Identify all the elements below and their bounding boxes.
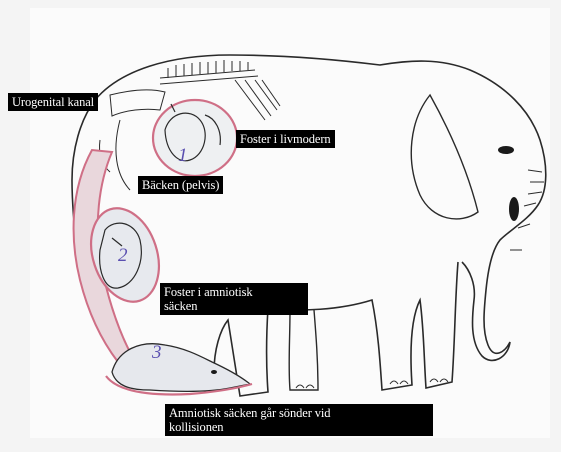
label-pelvis: Bäcken (pelvis) — [138, 176, 223, 194]
elephant-tusk-mark — [509, 197, 519, 221]
label-fetus-in-amniotic-sac: Foster i amniotisk säcken — [160, 283, 308, 315]
stage-number-1: 1 — [178, 146, 188, 166]
stage-number-2: 2 — [118, 246, 128, 266]
label-urogenital-canal: Urogenital kanal — [8, 93, 98, 111]
stage-number-3: 3 — [152, 343, 162, 363]
label-amniotic-sac-breaks: Amniotisk säcken går sönder vid kollisio… — [165, 404, 433, 436]
elephant-eye — [498, 146, 514, 154]
label-fetus-in-uterus: Foster i livmodern — [236, 130, 335, 148]
newborn-eye — [211, 370, 217, 374]
